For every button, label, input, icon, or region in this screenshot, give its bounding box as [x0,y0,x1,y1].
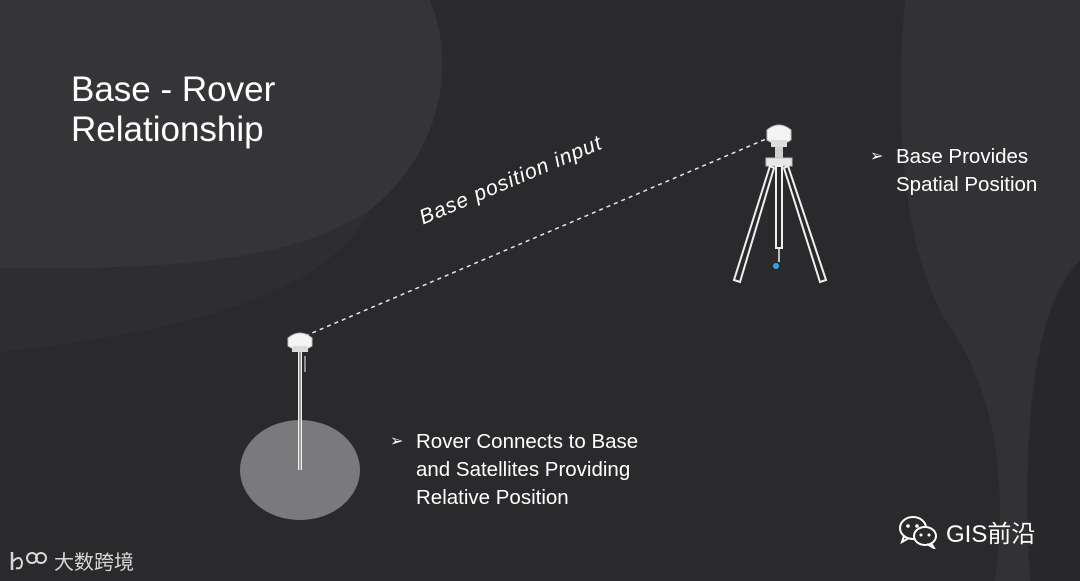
bullet-arrow-icon: ➢ [870,143,883,171]
wechat-icon [898,515,938,549]
rover-bullet-line-3: Relative Position [416,484,638,512]
slide-title-line-2: Relationship [71,110,275,150]
base-bullet-line-1: Base Provides [896,143,1037,171]
rover-bullet: ➢ Rover Connects to Base and Satellites … [416,428,638,512]
watermark-left-text: 大数跨境 [54,546,134,575]
watermark-right: GIS前沿 [898,514,1035,549]
bullet-arrow-icon: ➢ [390,428,403,456]
base-bullet: ➢ Base Provides Spatial Position [896,143,1037,199]
slide-title: Base - Rover Relationship [71,70,275,150]
base-tripod-icon [734,125,826,282]
rover-bullet-line-2: and Satellites Providing [416,456,638,484]
slide-title-line-1: Base - Rover [71,70,275,110]
rover-bullet-line-1: Rover Connects to Base [416,428,638,456]
watermark-right-text: GIS前沿 [946,514,1035,549]
brand-logo-icon [8,548,48,574]
base-bullet-line-2: Spatial Position [896,171,1037,199]
base-led-icon [773,263,779,269]
watermark-left: 大数跨境 [8,546,134,575]
